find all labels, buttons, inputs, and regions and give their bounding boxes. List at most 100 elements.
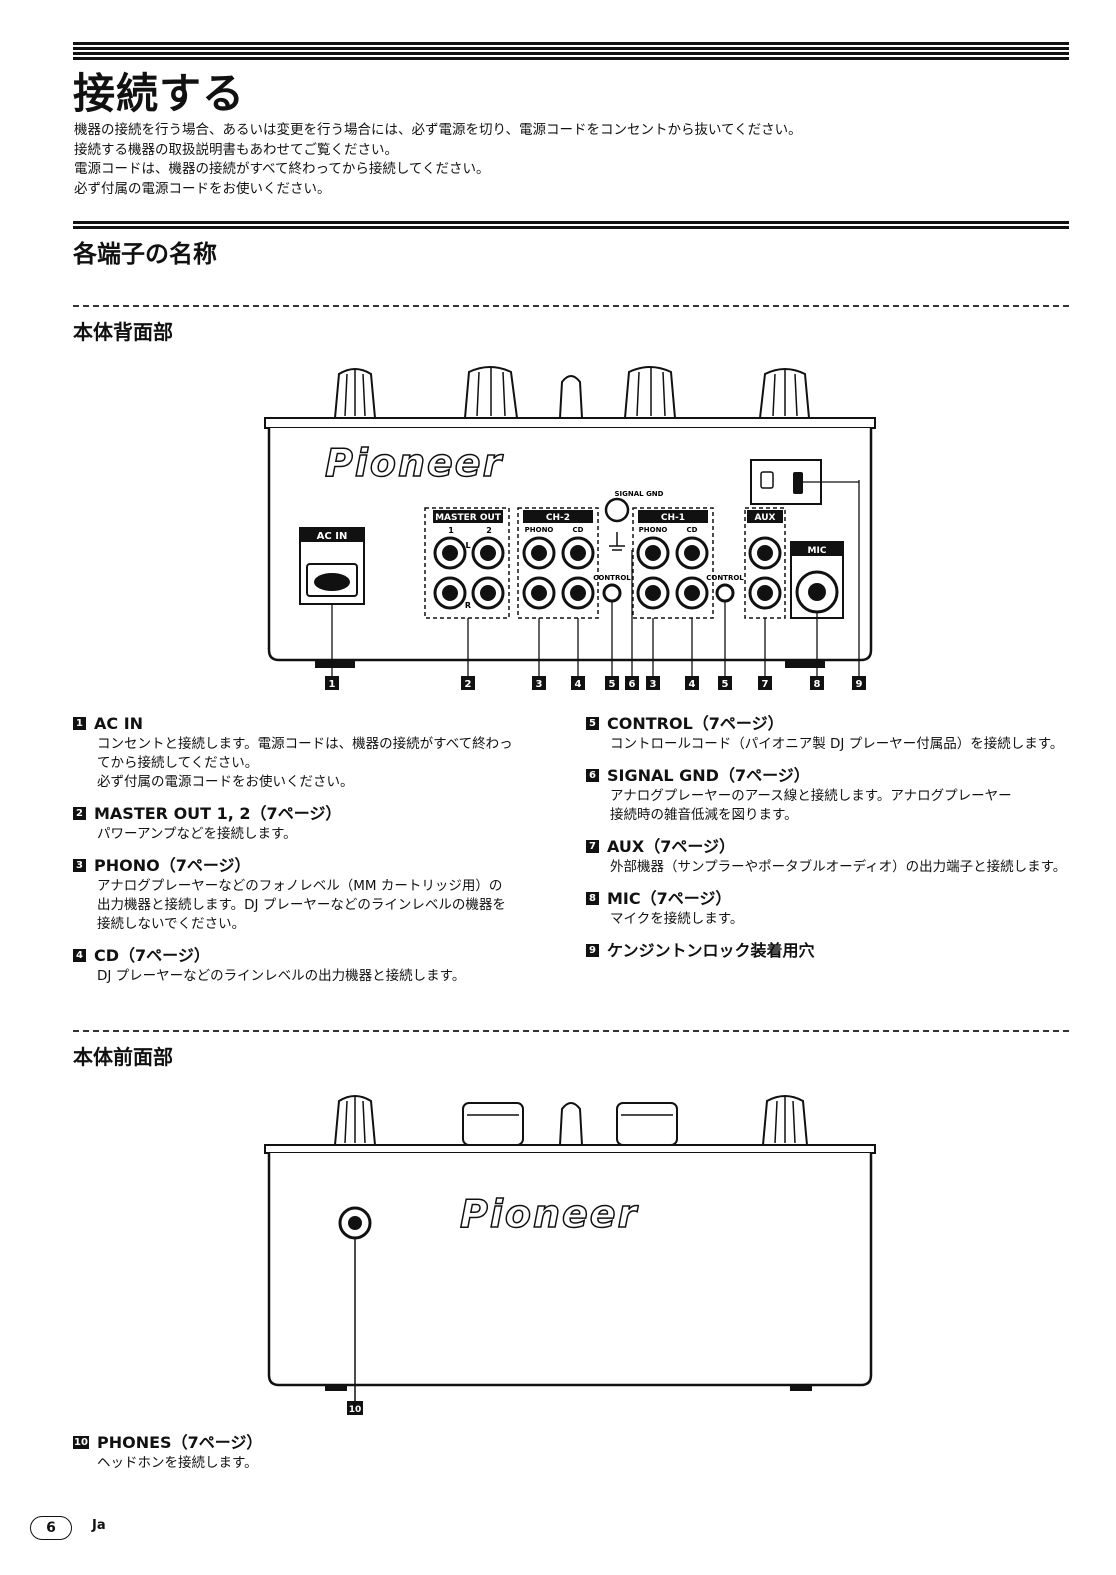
callout-number: 3 [536,679,543,690]
rca-jack-center [480,585,496,601]
rca-jack-center [645,545,661,561]
callout-number: 6 [629,679,636,690]
rca-jack-center [757,545,773,561]
callout-box [605,676,619,690]
item-title: ケンジントンロック装着用穴 [607,941,815,960]
rca-jack-center [442,545,458,561]
callout-number: 4 [689,679,696,690]
signal-gnd-terminal [604,497,630,523]
callout-box [532,676,546,690]
callout-number: 5 [586,717,599,730]
intro-line: 必ず付属の電源コードをお使いください。 [74,180,331,197]
callout-number: 3 [650,679,657,690]
list-item: 9 ケンジントンロック装着用穴 [586,941,1076,960]
top-plate [264,417,876,429]
callout-box [571,676,585,690]
svg-text:R: R [465,601,471,610]
svg-text:CD: CD [687,526,698,534]
page-number: 6 [30,1516,72,1540]
ac-in-label: AC IN [317,531,348,542]
item-title: AC IN [94,714,144,733]
callout-box [646,676,660,690]
section-rule [73,221,1069,231]
callout-number: 1 [329,679,336,690]
item-title: PHONES（7ページ） [97,1433,263,1452]
callout-number: 6 [586,769,599,782]
rca-jack-center [570,585,586,601]
lock-icon [760,471,774,489]
svg-text:CONTROL: CONTROL [593,574,631,582]
callout-box [718,676,732,690]
callout-number: 9 [586,944,599,957]
ch1-label: CH-1 [661,513,685,523]
item-title: AUX（7ページ） [607,837,736,856]
knob-ridges [344,1097,796,1144]
callout-box [810,676,824,690]
intro-line: 機器の接続を行う場合、あるいは変更を行う場合には、必ず電源を切り、電源コードをコ… [74,122,802,138]
pioneer-logo: Pioneer [325,441,504,485]
svg-text:L: L [465,541,470,550]
foot [315,660,355,668]
callout-number: 5 [609,679,616,690]
aux-label: AUX [755,513,776,523]
rca-jack-center [684,545,700,561]
item-title: PHONO（7ページ） [94,856,251,875]
rca-jacks [433,536,782,610]
rca-jack-center [645,585,661,601]
mic-label: MIC [808,546,827,556]
callout-box [325,676,339,690]
intro-text: 機器の接続を行う場合、あるいは変更を行う場合には、必ず電源を切り、電源コードをコ… [74,121,802,199]
intro-line: 接続する機器の取扱説明書もあわせてご覧ください。 [74,141,398,158]
item-title: CONTROL（7ページ） [607,714,784,733]
item-title: SIGNAL GND（7ページ） [607,766,810,785]
callout-box [685,676,699,690]
callout-box [852,676,866,690]
rca-jack-center [570,545,586,561]
chassis-body [267,1153,873,1387]
callout-number: 1 [73,717,86,730]
callout-box [625,676,639,690]
svg-text:CD: CD [573,526,584,534]
callout-number: 5 [722,679,729,690]
svg-text:PHONO: PHONO [525,526,554,534]
page-title: 接続する [73,69,246,118]
callout-number: 2 [73,807,86,820]
svg-text:1: 1 [448,526,454,535]
item-title: CD（7ページ） [94,946,210,965]
item-title: MASTER OUT 1, 2（7ページ） [94,804,342,823]
callout-number: 2 [465,679,472,690]
intro-line: 電源コードは、機器の接続がすべて終わってから接続してください。 [74,161,490,177]
callouts: 1 2 3 4 5 6 3 4 5 7 8 9 [325,480,866,690]
svg-text:2: 2 [486,526,492,535]
rear-panel-title: 本体背面部 [73,320,173,344]
callout-number: 7 [762,679,769,690]
callout-number: 4 [73,949,86,962]
callout-number: 3 [73,859,86,872]
knobs [333,366,811,419]
knob-ridges [344,368,798,417]
knobs [333,1095,809,1146]
callout-number: 8 [814,679,821,690]
rca-jack-center [531,545,547,561]
callout-box [461,676,475,690]
rear-panel-diagram: Pioneer AC IN MASTER OUT 1 2 L R CH-2 PH… [264,366,876,690]
svg-text:PHONO: PHONO [639,526,668,534]
callout-box [758,676,772,690]
callout-number: 9 [856,679,863,690]
dashed-divider [73,1030,1069,1032]
svg-text:CONTROL: CONTROL [706,574,744,582]
rca-jack-center [442,585,458,601]
section-title: 各端子の名称 [73,240,217,268]
callout-number: 10 [73,1436,89,1449]
callout-number: 4 [575,679,582,690]
